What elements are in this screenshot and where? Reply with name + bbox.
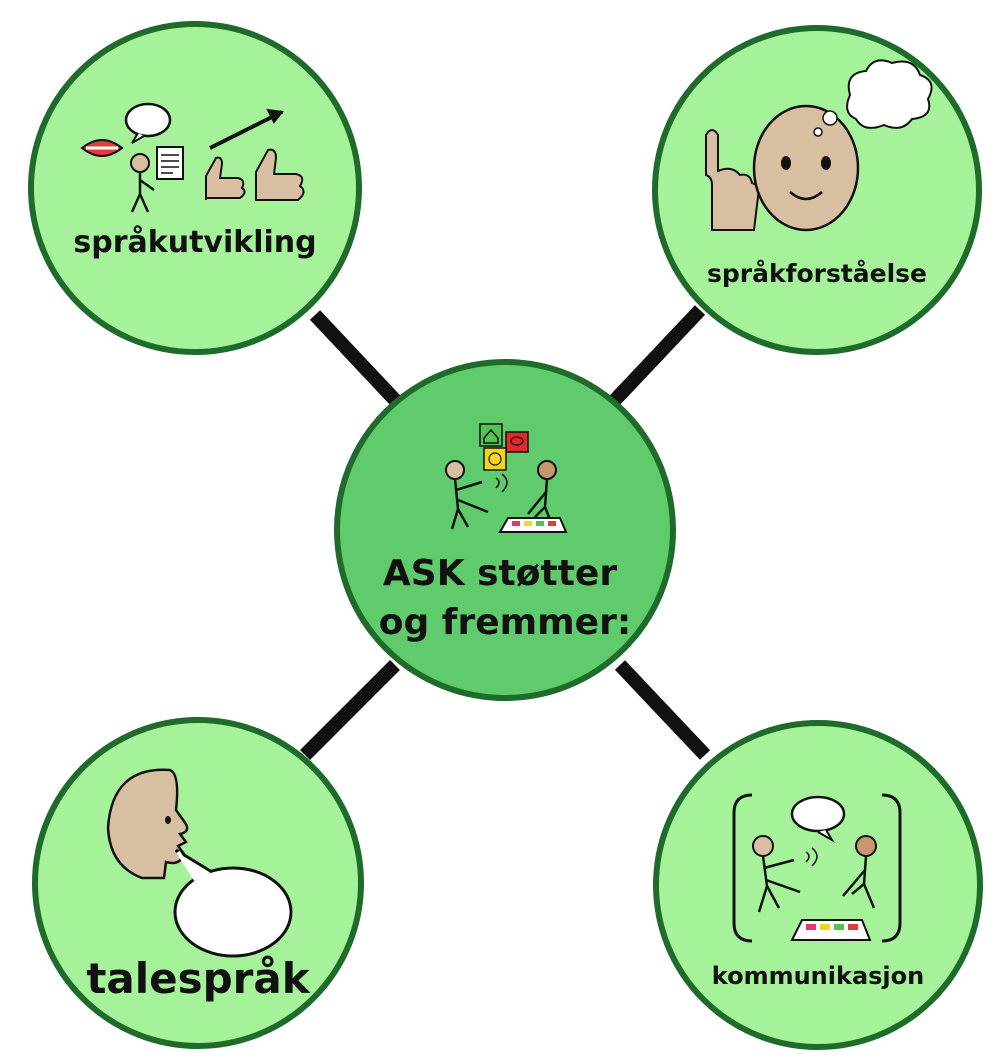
center-title-line1: ASK støtter (383, 553, 617, 594)
finger-face-thought-bubble-icon (705, 59, 933, 232)
connectors (300, 305, 711, 760)
node-circle (653, 720, 983, 1050)
connector-top-left (309, 310, 401, 405)
two-people-talking-icon (732, 793, 902, 943)
node-talesprak: talespråk (32, 717, 364, 1049)
node-kommunikasjon: kommunikasjon (653, 720, 983, 1050)
connector-top-right (609, 305, 706, 405)
node-label-sprakforstaelse: språkforståelse (707, 259, 927, 288)
connector-bottom-right (614, 660, 711, 760)
node-label-talesprak: talespråk (86, 954, 310, 1003)
node-sprakforstaelse: språkforståelse (652, 25, 982, 355)
node-sprakutvikling: språkutvikling (28, 21, 362, 355)
two-people-communication-board-icon (445, 423, 568, 533)
center-title-line2: og fremmer: (379, 602, 631, 643)
connector-bottom-left (300, 660, 400, 760)
head-speech-bubble-icon (106, 768, 293, 958)
mouth-speech-document-thumbs-up-icon (80, 102, 305, 213)
node-center: ASK støtter og fremmer: (334, 359, 676, 701)
node-label-sprakutvikling: språkutvikling (73, 224, 316, 260)
node-circle (28, 21, 362, 355)
node-label-kommunikasjon: kommunikasjon (712, 962, 924, 990)
